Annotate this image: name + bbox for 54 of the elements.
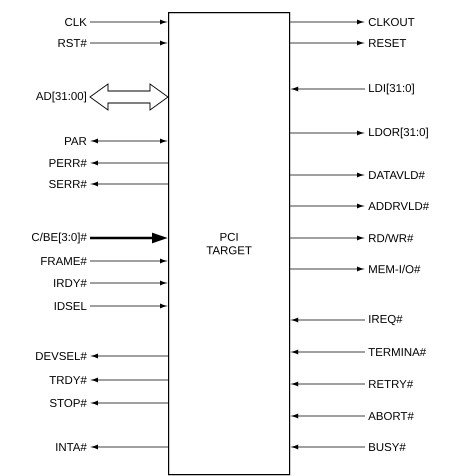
signal-label: IRDY# (54, 279, 87, 287)
signal-label: STOP# (50, 398, 87, 408)
block-label: PCI TARGET (206, 232, 252, 254)
arrow (292, 444, 366, 450)
arrow (292, 350, 366, 354)
arrow (90, 20, 166, 24)
arrow (90, 280, 166, 286)
signal-label: RESET (369, 38, 406, 48)
signal-label: RD/WR# (369, 234, 414, 242)
arrow (290, 20, 364, 24)
arrow (90, 258, 166, 264)
arrow (290, 172, 364, 178)
arrow (90, 304, 166, 308)
signal-label: LDOR[31:0] (369, 128, 428, 138)
signal-label: TRDY# (50, 376, 87, 384)
signal-label: DATAVLD# (369, 171, 425, 179)
signal-label: MEM-I/O# (369, 264, 420, 274)
arrow (92, 444, 168, 450)
block-box (168, 12, 290, 476)
arrow (90, 40, 166, 46)
signal-label: IDSEL (54, 302, 86, 310)
arrow (92, 138, 166, 144)
arrow (290, 204, 364, 208)
signal-label: C/BE[3:0]# (32, 232, 87, 244)
signal-label: RETRY# (369, 380, 414, 388)
signal-label: IREQ# (369, 314, 403, 326)
signal-label: PAR (65, 137, 86, 145)
arrow (92, 400, 168, 406)
arrow (92, 354, 168, 358)
arrow (92, 182, 168, 186)
arrow (92, 160, 168, 166)
arrow (290, 40, 364, 46)
arrow (292, 318, 366, 322)
arrow (292, 382, 366, 386)
signal-label: LDI[31:0] (369, 84, 414, 94)
arrow (292, 86, 366, 92)
signal-label: SERR# (49, 180, 87, 188)
signal-label: DEVSEL# (36, 352, 87, 360)
signal-label: ADDRVLD# (368, 202, 430, 210)
arrow (92, 378, 168, 382)
signal-label: CLKOUT (368, 18, 414, 26)
arrow (290, 130, 364, 136)
arrow (290, 266, 364, 272)
arrow (290, 236, 364, 240)
signal-label: RST# (58, 38, 87, 48)
signal-label: INTA# (56, 443, 87, 451)
signal-label: ABORT# (368, 412, 414, 420)
signal-label: TERMINA# (368, 348, 426, 356)
signal-label: AD[31:00] (36, 92, 86, 102)
signal-label: FRAME# (41, 257, 87, 265)
signal-label: PERR# (50, 159, 87, 167)
signal-label: BUSY# (369, 442, 406, 452)
signal-label: CLK (65, 18, 87, 26)
arrow (292, 414, 366, 418)
